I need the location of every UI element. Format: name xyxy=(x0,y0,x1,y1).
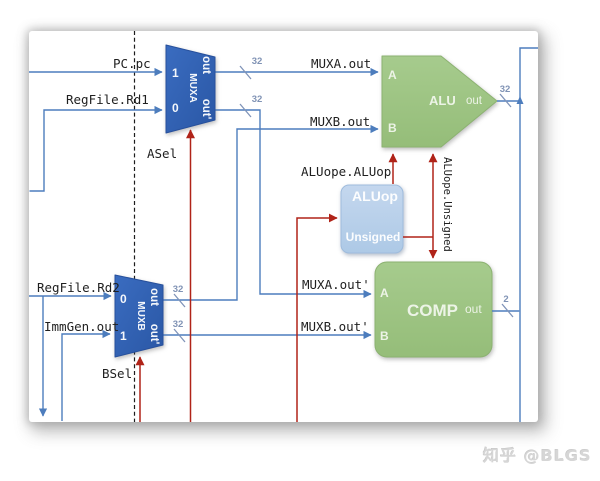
trunk-junction-arrow xyxy=(516,96,524,104)
label-rd2: RegFile.Rd2 xyxy=(37,280,120,295)
muxa-outprime-port-label: out' xyxy=(200,99,212,120)
muxb-input-0-label: 0 xyxy=(120,292,127,306)
bus-slash-muxa-out xyxy=(239,65,252,80)
muxb-name-label: MUXB xyxy=(135,301,146,330)
comp-name-label: COMP xyxy=(407,301,458,320)
muxa-name-label: MUXA xyxy=(187,73,198,102)
control-wires xyxy=(135,129,438,422)
comp-port-b-label: B xyxy=(380,329,389,343)
label-pc: PC.pc xyxy=(113,56,151,71)
alu-port-b-label: B xyxy=(388,121,397,135)
muxb-shape: 0 1 MUXB out out' xyxy=(114,274,164,358)
alu-port-a-label: A xyxy=(388,68,397,82)
wire-immgen-to-muxb xyxy=(61,329,111,421)
wire-rd1-to-muxa xyxy=(29,105,163,192)
wire-result-trunk xyxy=(519,47,538,422)
bus-slash-muxa-outprime xyxy=(239,103,252,118)
wire-aluop-input xyxy=(296,213,338,422)
label-muxb-outprime: MUXB.out' xyxy=(301,319,369,334)
bus-slash-comp-out xyxy=(501,303,514,318)
label-muxa-outprime: MUXA.out' xyxy=(302,277,370,292)
bus-width-muxa-out: 32 xyxy=(252,56,263,67)
bus-width-muxb-out: 32 xyxy=(173,284,184,295)
label-aluop-sig: ALUope.ALUop xyxy=(301,164,391,179)
bus-width-muxb-outprime: 32 xyxy=(173,319,184,330)
bus-slash-muxb-outprime xyxy=(173,328,186,343)
comp-out-port-label: out xyxy=(465,302,482,316)
bus-width-alu-out: 32 xyxy=(500,84,511,95)
aluop-title-label: ALUop xyxy=(352,188,398,204)
label-muxb-out: MUXB.out xyxy=(310,114,370,129)
label-asel: ASel xyxy=(147,146,177,161)
label-bsel: BSel xyxy=(102,366,132,381)
label-unsigned-sig: ALUope.Unsigned xyxy=(441,157,453,252)
muxb-input-1-label: 1 xyxy=(120,329,127,343)
signal-labels: PC.pc RegFile.Rd1 ASel RegFile.Rd2 ImmGe… xyxy=(37,56,453,381)
data-wires xyxy=(29,47,538,422)
bus-width-comp-out: 2 xyxy=(503,294,508,305)
muxa-shape: 1 0 MUXA out out' xyxy=(165,44,216,134)
bus-width-markers: 32 32 32 32 32 2 xyxy=(173,56,514,343)
aluop-box: ALUop Unsigned xyxy=(340,184,404,254)
muxa-input-0-label: 0 xyxy=(172,101,179,115)
bus-slash-muxb-out xyxy=(173,293,186,308)
aluop-unsigned-field-label: Unsigned xyxy=(346,230,401,244)
zhihu-watermark: 知乎 @BLGS xyxy=(483,446,592,465)
bus-slash-alu-out xyxy=(499,93,512,108)
label-rd1: RegFile.Rd1 xyxy=(66,92,149,107)
muxa-input-1-label: 1 xyxy=(172,66,179,80)
wire-muxb-out-to-alu-b xyxy=(163,124,379,301)
comp-shape: A B COMP out xyxy=(374,261,493,358)
bus-width-muxa-outprime: 32 xyxy=(252,94,263,105)
alu-name-label: ALU xyxy=(429,93,456,108)
wire-muxa-outprime-to-comp-a xyxy=(215,109,372,299)
alu-out-port-label: out xyxy=(466,95,483,107)
muxb-out-port-label: out xyxy=(148,288,160,306)
muxa-out-port-label: out xyxy=(200,56,212,74)
muxb-outprime-port-label: out' xyxy=(148,324,160,345)
comp-port-a-label: A xyxy=(380,286,389,300)
alu-shape: A B ALU out xyxy=(381,55,498,148)
label-immgen: ImmGen.out xyxy=(44,319,119,334)
label-muxa-out: MUXA.out xyxy=(311,56,371,71)
